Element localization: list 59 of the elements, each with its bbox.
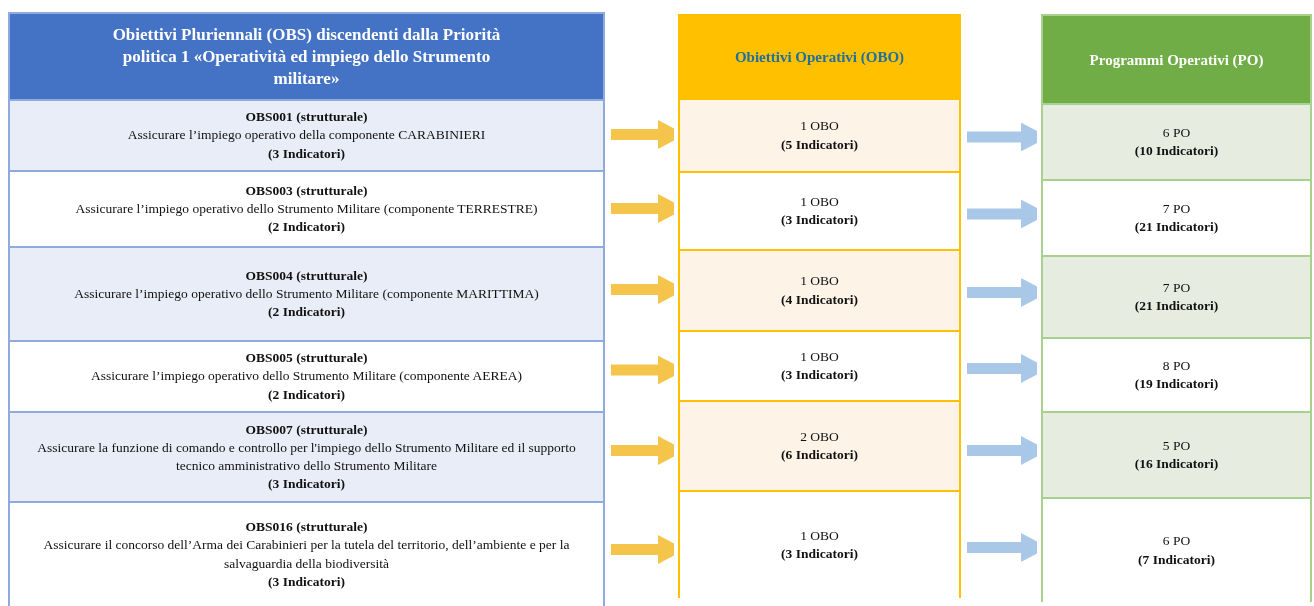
indicator-count: (5 Indicatori): [781, 135, 858, 154]
table-column: [8, 12, 605, 606]
objective-description: Assicurare l’impiego operativo della componente CARABINIERI: [127, 126, 486, 145]
indicator-count: (3 Indicatori): [268, 475, 345, 494]
table-row: [680, 98, 959, 171]
table-column: [1041, 14, 1312, 602]
table-row: [10, 99, 603, 170]
objective-code: OBS004 (strutturale): [245, 266, 368, 285]
indicator-count: (21 Indicatori): [1134, 218, 1219, 236]
objective-count: 2 OBO: [800, 427, 839, 446]
objective-code: OBS016 (strutturale): [245, 518, 368, 537]
indicator-count: (10 Indicatori): [1134, 142, 1219, 160]
objective-description: Assicurare la funzione di comando e controllo per l'impiego dello Strumento Militare ed il supporto tecnico amministrativo dello Strumento Militare: [36, 438, 577, 475]
indicator-count: (16 Indicatori): [1134, 455, 1219, 473]
indicator-count: (19 Indicatori): [1134, 375, 1219, 393]
indicator-count: (3 Indicatori): [781, 211, 858, 229]
objective-count: 1 OBO: [800, 192, 839, 211]
table-row: [1043, 411, 1310, 497]
table-column: [678, 14, 961, 598]
table-row: [10, 411, 603, 501]
table-row: [680, 249, 959, 330]
indicator-count: (2 Indicatori): [268, 218, 345, 237]
program-count: 7 PO: [1162, 199, 1191, 218]
program-count: 5 PO: [1162, 436, 1191, 455]
column-header: Obiettivi Operativi (OBO): [680, 16, 959, 100]
program-count: 7 PO: [1162, 278, 1191, 297]
table-row: [10, 246, 603, 340]
objective-count: 1 OBO: [800, 347, 839, 366]
program-count: 6 PO: [1162, 123, 1191, 142]
table-row: [1043, 497, 1310, 602]
indicator-count: (6 Indicatori): [781, 446, 858, 464]
table-row: [1043, 103, 1310, 179]
objective-count: 1 OBO: [800, 117, 839, 136]
objective-description: Assicurare l’impiego operativo dello Strumento Militare (componente TERRESTRE): [75, 199, 538, 218]
objective-count: 1 OBO: [800, 272, 839, 291]
indicator-count: (7 Indicatori): [1138, 550, 1215, 569]
indicator-count: (3 Indicatori): [268, 144, 345, 163]
indicator-count: (4 Indicatori): [781, 290, 858, 309]
column-header: Obiettivi Pluriennali (OBS) discendenti dalla Priorità politica 1 «Operatività ed impiego dello Strumento militare»: [10, 14, 603, 100]
table-row: [1043, 255, 1310, 337]
objective-description: Assicurare l’impiego operativo dello Strumento Militare (componente MARITTIMA): [74, 284, 539, 303]
indicator-count: (3 Indicatori): [268, 572, 345, 591]
indicator-count: (3 Indicatori): [781, 545, 858, 563]
column-header: Programmi Operativi (PO): [1043, 16, 1310, 105]
objective-description: Assicurare il concorso dell’Arma dei Carabinieri per la tutela del territorio, dell’ambiente e per la salvaguardia della biodiversità: [42, 536, 571, 573]
program-count: 6 PO: [1162, 532, 1191, 551]
indicator-count: (2 Indicatori): [268, 303, 345, 322]
indicator-count: (21 Indicatori): [1134, 297, 1219, 315]
table-row: [680, 400, 959, 490]
table-row: [680, 490, 959, 598]
indicator-count: (3 Indicatori): [781, 366, 858, 384]
objective-code: OBS005 (strutturale): [245, 349, 368, 368]
objective-code: OBS001 (strutturale): [245, 108, 368, 127]
objective-code: OBS007 (strutturale): [245, 420, 368, 439]
program-count: 8 PO: [1162, 356, 1191, 375]
objective-code: OBS003 (strutturale): [245, 181, 368, 200]
objective-count: 1 OBO: [800, 526, 839, 545]
indicator-count: (2 Indicatori): [268, 385, 345, 404]
objective-description: Assicurare l’impiego operativo dello Strumento Militare (componente AEREA): [91, 367, 522, 386]
